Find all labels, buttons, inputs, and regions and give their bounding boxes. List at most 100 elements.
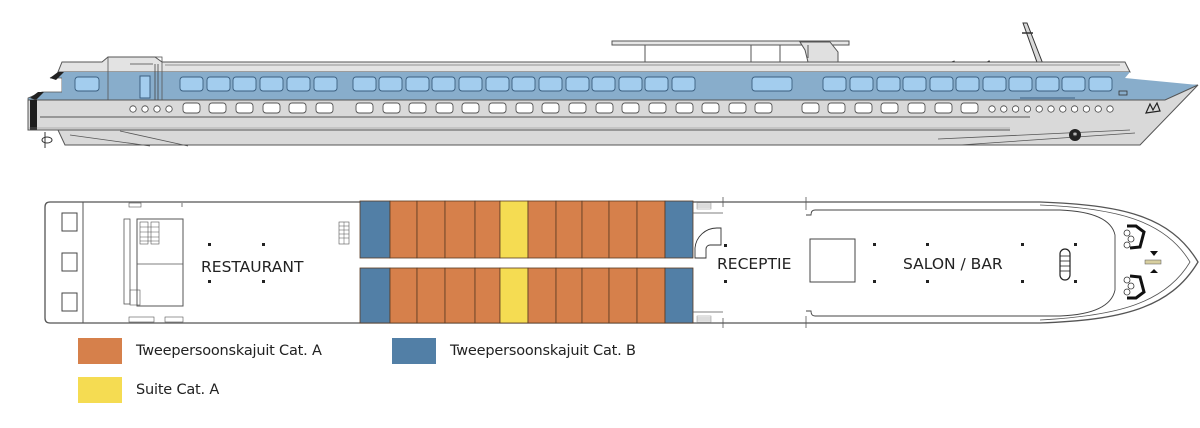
cabin-blocks bbox=[359, 200, 694, 324]
cabin-cat-a[interactable] bbox=[555, 200, 583, 259]
upper-window bbox=[352, 76, 377, 92]
upper-window bbox=[1008, 76, 1033, 92]
lower-window bbox=[701, 102, 720, 114]
legend-label-cat-a: Tweepersoonskajuit Cat. A bbox=[136, 343, 322, 359]
upper-window bbox=[74, 76, 100, 92]
cabin-cat-a[interactable] bbox=[416, 267, 446, 324]
cabin-cat-a[interactable] bbox=[636, 200, 666, 259]
cabin-cat-a[interactable] bbox=[444, 200, 476, 259]
legend-label-suite-a: Suite Cat. A bbox=[136, 382, 220, 398]
upper-window bbox=[538, 76, 563, 92]
lower-window bbox=[595, 102, 614, 114]
cabin-cat-b[interactable] bbox=[359, 200, 391, 259]
upper-window bbox=[259, 76, 284, 92]
cabin-cat-a[interactable] bbox=[555, 267, 583, 324]
cabin-suite-a[interactable] bbox=[499, 200, 529, 259]
lower-window bbox=[648, 102, 667, 114]
cabin-cat-a[interactable] bbox=[581, 267, 610, 324]
portholes bbox=[129, 105, 1114, 113]
lower-window bbox=[854, 102, 873, 114]
spiral-stair-icon bbox=[694, 227, 722, 259]
cabin-cat-a[interactable] bbox=[444, 267, 476, 324]
ship-side-profile: * bbox=[27, 22, 1199, 148]
cabin-suite-a[interactable] bbox=[499, 267, 529, 324]
porthole bbox=[1082, 105, 1091, 113]
cabin-cat-a[interactable] bbox=[474, 200, 501, 259]
porthole bbox=[1035, 105, 1043, 113]
salon-fixtures bbox=[806, 209, 1162, 317]
upper-window bbox=[286, 76, 311, 92]
cabin-cat-a[interactable] bbox=[416, 200, 446, 259]
stairs-icon bbox=[338, 221, 350, 245]
lower-window bbox=[541, 102, 560, 114]
cabin-cat-a[interactable] bbox=[527, 200, 557, 259]
upper-window bbox=[644, 76, 669, 92]
deck-plan: RESTAURANT RECEPTIE SALON / BAR bbox=[44, 197, 1199, 328]
reception-fixtures bbox=[693, 197, 807, 328]
upper-window bbox=[1088, 76, 1113, 92]
upper-window bbox=[405, 76, 430, 92]
upper-window bbox=[618, 76, 643, 92]
upper-window bbox=[671, 76, 696, 92]
room-label-salon-bar: SALON / BAR bbox=[903, 255, 1003, 273]
upper-window bbox=[206, 76, 231, 92]
lower-window bbox=[262, 102, 281, 114]
lower-window bbox=[435, 102, 454, 114]
porthole bbox=[1071, 105, 1079, 113]
cabin-cat-b[interactable] bbox=[664, 200, 694, 259]
upper-window bbox=[485, 76, 510, 92]
spiral-stair-icon bbox=[1059, 248, 1071, 281]
cabin-cat-a[interactable] bbox=[581, 200, 610, 259]
lower-window bbox=[880, 102, 899, 114]
upper-window bbox=[511, 76, 536, 92]
pillars bbox=[208, 243, 1077, 283]
lower-window bbox=[235, 102, 254, 114]
lower-window bbox=[355, 102, 374, 114]
upper-window bbox=[565, 76, 590, 92]
room-label-restaurant: RESTAURANT bbox=[201, 258, 304, 276]
upper-window bbox=[902, 76, 927, 92]
upper-window bbox=[929, 76, 954, 92]
deck-outline bbox=[44, 201, 1199, 324]
upper-window bbox=[751, 76, 793, 92]
propeller-icon bbox=[41, 132, 53, 148]
porthole bbox=[1011, 105, 1020, 113]
legend-label-cat-b: Tweepersoonskajuit Cat. B bbox=[450, 343, 636, 359]
lower-window bbox=[907, 102, 926, 114]
porthole bbox=[1059, 105, 1067, 113]
cabin-cat-a[interactable] bbox=[636, 267, 666, 324]
sun-deck-canopy bbox=[611, 40, 850, 63]
anchor-icon bbox=[1069, 129, 1081, 141]
svg-text:*: * bbox=[1073, 132, 1078, 142]
porthole bbox=[1106, 105, 1114, 113]
cabin-cat-b[interactable] bbox=[664, 267, 694, 324]
lower-window bbox=[675, 102, 694, 114]
cabin-cat-a[interactable] bbox=[608, 267, 638, 324]
cabin-cat-a[interactable] bbox=[389, 200, 418, 259]
upper-window bbox=[458, 76, 483, 92]
upper-window bbox=[1061, 76, 1086, 92]
cabin-cat-a[interactable] bbox=[389, 267, 418, 324]
upper-window bbox=[982, 76, 1007, 92]
lower-window bbox=[488, 102, 507, 114]
mast bbox=[1022, 22, 1044, 66]
lower-window bbox=[315, 102, 334, 114]
upper-window bbox=[955, 76, 980, 92]
lower-window bbox=[801, 102, 820, 114]
cabin-cat-a[interactable] bbox=[608, 200, 638, 259]
upper-window bbox=[378, 76, 403, 92]
porthole bbox=[153, 105, 161, 113]
lower-window bbox=[288, 102, 307, 114]
lower-windows bbox=[182, 102, 979, 114]
top-deck-roof bbox=[57, 56, 1131, 73]
legend-swatch-suite-a bbox=[78, 377, 122, 403]
upper-window bbox=[431, 76, 456, 92]
bow-seating bbox=[1123, 224, 1162, 300]
porthole bbox=[1000, 105, 1008, 113]
cabin-cat-a[interactable] bbox=[527, 267, 557, 324]
legend-swatch-cat-a bbox=[78, 338, 122, 364]
upper-windows bbox=[74, 76, 1113, 92]
cabin-cat-b[interactable] bbox=[359, 267, 391, 324]
cabin-cat-a[interactable] bbox=[474, 267, 501, 324]
